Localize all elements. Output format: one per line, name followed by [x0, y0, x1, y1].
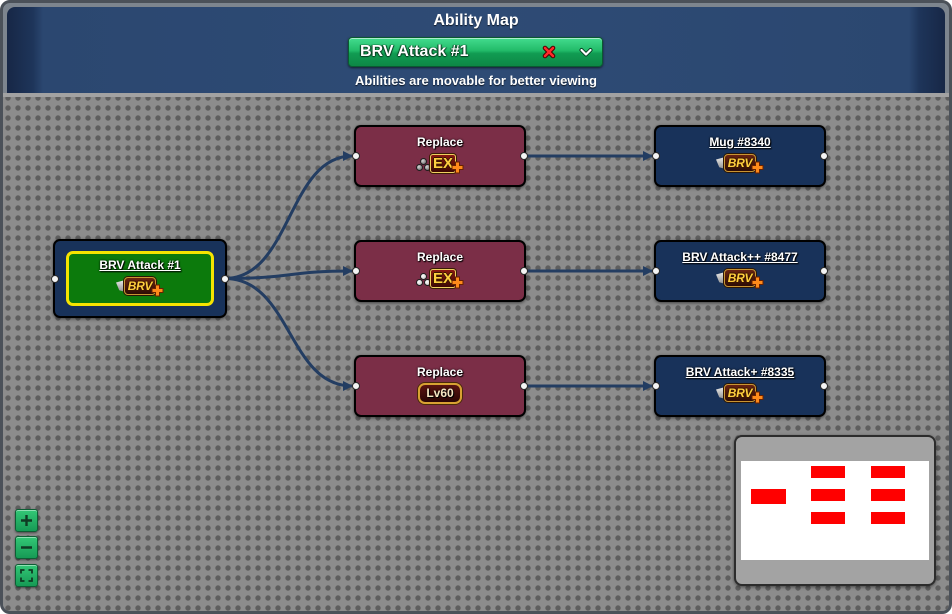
condition-node-3[interactable]: Replace Lv60 — [352, 355, 528, 417]
ex-plus-badge: EX — [416, 153, 464, 174]
brv-boost-badge: BRV — [716, 383, 764, 404]
edge-root-to-condition-3 — [224, 277, 354, 392]
ex-plus-badge: EX — [416, 268, 464, 289]
edge-root-to-condition-1 — [224, 150, 354, 280]
badge-text: BRV — [127, 279, 153, 293]
output-port[interactable] — [820, 267, 828, 275]
input-port[interactable] — [51, 274, 59, 283]
result-ability-node-2[interactable]: BRV Attack++ #8477 BRV — [652, 240, 828, 302]
condition-label: Replace — [416, 365, 464, 379]
condition-label: Replace — [416, 250, 464, 264]
input-port[interactable] — [652, 267, 660, 275]
minimap-node — [871, 466, 905, 478]
result-ability-label[interactable]: Mug #8340 — [709, 135, 771, 149]
output-port[interactable] — [520, 267, 528, 275]
plus-icon — [451, 161, 464, 174]
zoom-out-button[interactable] — [15, 536, 38, 559]
output-port[interactable] — [820, 382, 828, 390]
level-badge: Lv60 — [416, 383, 464, 404]
plus-icon — [21, 515, 32, 526]
input-port[interactable] — [352, 152, 360, 160]
minus-icon — [21, 546, 32, 549]
minimap-node — [811, 466, 845, 478]
minimap-node — [811, 489, 845, 501]
input-port[interactable] — [352, 382, 360, 390]
selected-ability-value: BRV Attack #1 — [360, 43, 469, 60]
page-title: Ability Map — [433, 12, 519, 29]
edge-root-to-condition-2 — [224, 265, 354, 280]
result-ability-label[interactable]: BRV Attack++ #8477 — [682, 250, 798, 264]
input-port[interactable] — [352, 267, 360, 275]
root-ability-label[interactable]: BRV Attack #1 — [99, 258, 181, 272]
brv-boost-badge: BRV — [716, 268, 764, 289]
minimap-node — [871, 512, 905, 524]
badge-text: BRV — [727, 271, 753, 285]
zoom-in-button[interactable] — [15, 509, 38, 532]
minimap[interactable] — [734, 435, 936, 586]
page-subtitle: Abilities are movable for better viewing — [354, 73, 597, 88]
root-ability-node[interactable]: BRV Attack #1 BRV — [51, 239, 229, 318]
result-ability-node-3[interactable]: BRV Attack+ #8335 BRV — [652, 355, 828, 417]
badge-text: EX — [432, 155, 453, 172]
result-ability-node-1[interactable]: Mug #8340 BRV — [652, 125, 828, 187]
plus-icon — [451, 276, 464, 289]
brv-boost-badge: BRV — [116, 276, 164, 297]
minimap-node — [811, 512, 845, 524]
output-port[interactable] — [520, 382, 528, 390]
input-port[interactable] — [652, 152, 660, 160]
condition-node-1[interactable]: Replace EX — [352, 125, 528, 187]
badge-text: BRV — [727, 156, 753, 170]
chevron-down-icon[interactable] — [579, 45, 593, 59]
brv-boost-badge: BRV — [716, 153, 764, 174]
ability-selector-dropdown[interactable]: BRV Attack #1 — [348, 37, 603, 67]
condition-label: Replace — [416, 135, 464, 149]
output-port[interactable] — [820, 152, 828, 160]
output-port[interactable] — [520, 152, 528, 160]
fit-view-icon — [20, 569, 33, 582]
badge-text: BRV — [727, 386, 753, 400]
condition-node-2[interactable]: Replace EX — [352, 240, 528, 302]
badge-text: EX — [432, 270, 453, 287]
minimap-node — [871, 489, 905, 501]
result-ability-label[interactable]: BRV Attack+ #8335 — [685, 365, 795, 379]
clear-x-icon[interactable] — [542, 45, 556, 59]
plus-icon — [751, 391, 764, 404]
graph-canvas[interactable]: BRV Attack #1 BRV Replace — [3, 93, 949, 611]
plus-icon — [751, 276, 764, 289]
plus-icon — [151, 284, 164, 297]
minimap-node — [751, 489, 786, 504]
header: Ability Map BRV Attack #1 Abilities are … — [7, 7, 945, 93]
fit-view-button[interactable] — [15, 564, 38, 587]
output-port[interactable] — [221, 274, 229, 283]
selected-node-highlight: BRV Attack #1 BRV — [66, 251, 214, 306]
badge-text: Lv60 — [426, 386, 454, 400]
plus-icon — [751, 161, 764, 174]
input-port[interactable] — [652, 382, 660, 390]
